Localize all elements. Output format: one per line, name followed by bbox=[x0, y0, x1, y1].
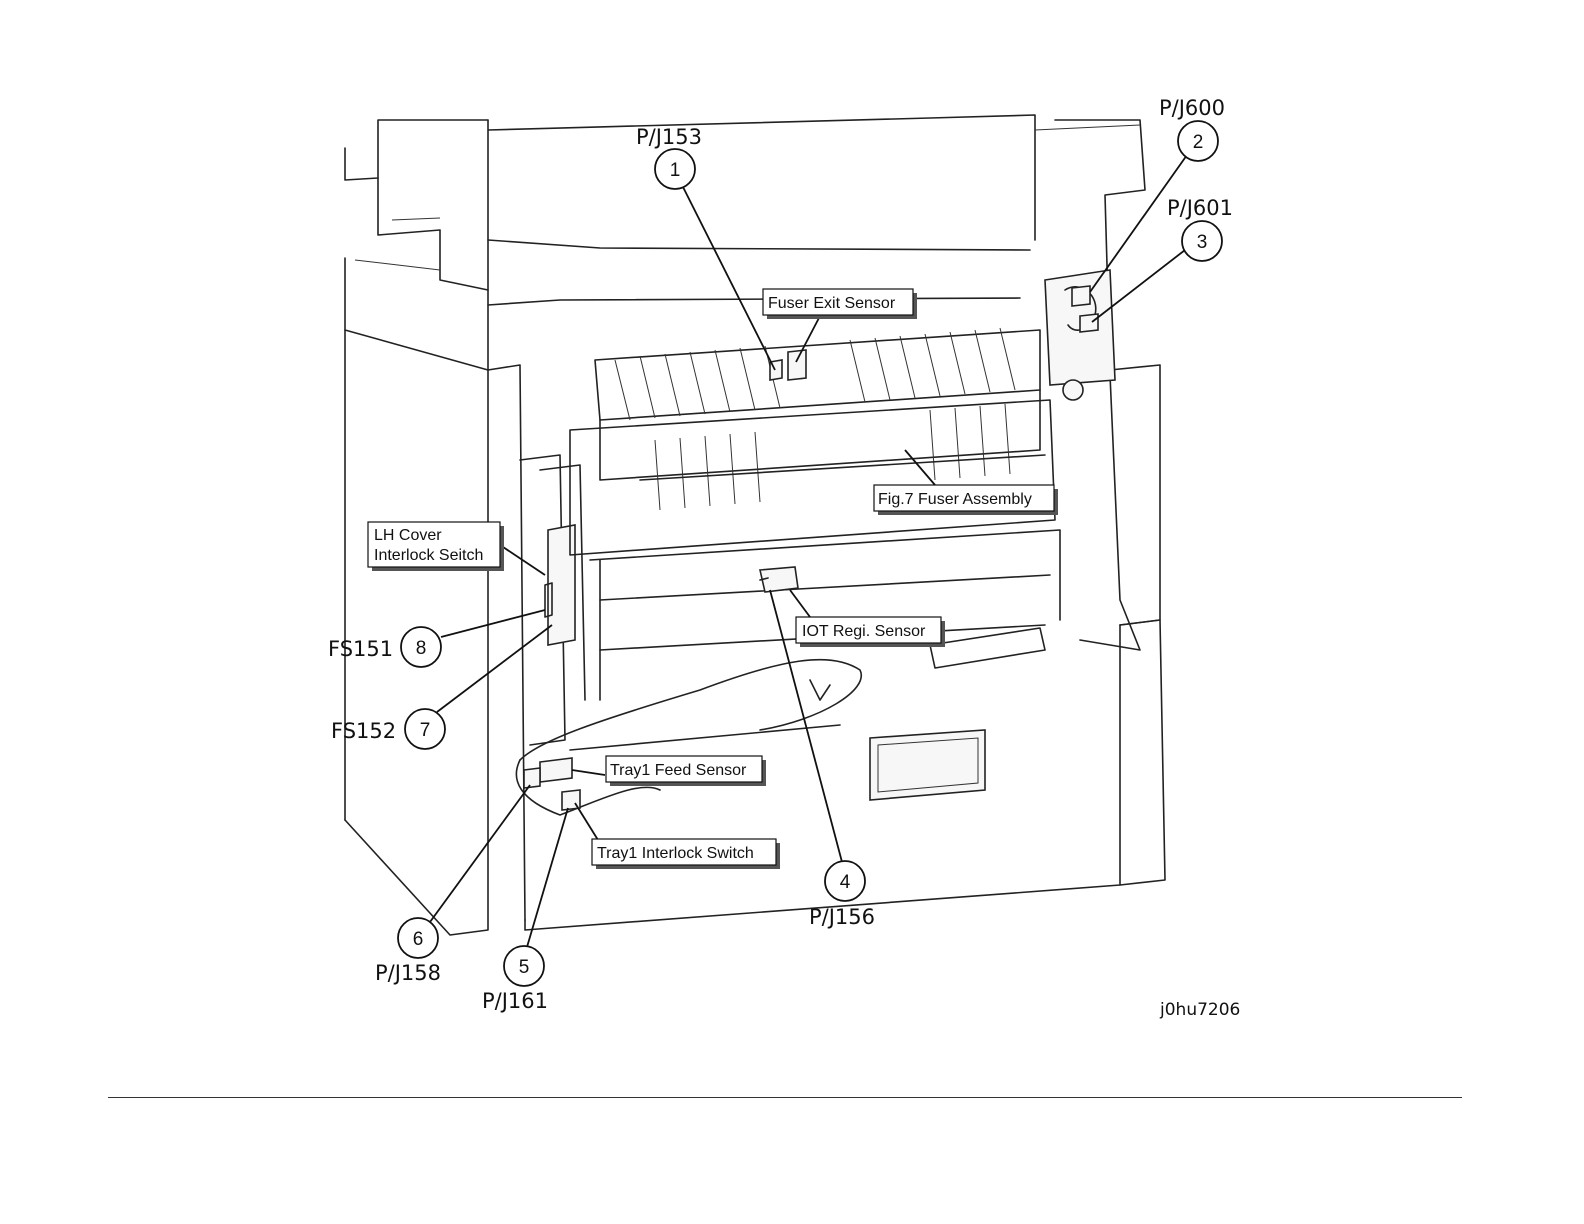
connector-label-4: P/J156 bbox=[809, 905, 875, 929]
footer-divider bbox=[108, 1097, 1462, 1098]
leader-lines bbox=[430, 155, 1187, 947]
connector-label-1: P/J153 bbox=[636, 125, 702, 149]
connector-number-1: 1 bbox=[670, 160, 681, 181]
connector-callout-7: FS152 7 bbox=[331, 709, 445, 749]
callout-iot-regi-sensor-text: IOT Regi. Sensor bbox=[802, 623, 926, 640]
connector-number-6: 6 bbox=[413, 929, 424, 950]
connector-callout-2: P/J600 2 bbox=[1159, 96, 1225, 161]
connector-number-3: 3 bbox=[1197, 232, 1208, 253]
callout-tray1-interlock-switch-text: Tray1 Interlock Switch bbox=[597, 845, 754, 862]
connector-number-7: 7 bbox=[420, 720, 431, 741]
connector-callout-1: P/J153 1 bbox=[636, 125, 702, 189]
callout-fuser-exit-sensor-text: Fuser Exit Sensor bbox=[768, 295, 896, 312]
callout-tray1-interlock-switch: Tray1 Interlock Switch bbox=[592, 839, 780, 869]
callout-tray1-feed-sensor: Tray1 Feed Sensor bbox=[606, 756, 766, 786]
connector-number-8: 8 bbox=[416, 638, 427, 659]
connector-number-4: 4 bbox=[840, 872, 851, 893]
callout-fuser-assembly-text: Fig.7 Fuser Assembly bbox=[878, 491, 1032, 508]
connector-callout-4: 4 P/J156 bbox=[809, 861, 875, 929]
connector-label-6: P/J158 bbox=[375, 961, 441, 985]
callout-iot-regi-sensor: IOT Regi. Sensor bbox=[796, 617, 945, 647]
callout-fuser-assembly: Fig.7 Fuser Assembly bbox=[874, 485, 1058, 515]
connector-number-2: 2 bbox=[1193, 132, 1204, 153]
callout-fuser-exit-sensor: Fuser Exit Sensor bbox=[763, 289, 917, 319]
figure-id: j0hu7206 bbox=[1159, 1000, 1240, 1020]
connector-callout-6: 6 P/J158 bbox=[375, 918, 441, 985]
connector-callout-3: P/J601 3 bbox=[1167, 196, 1233, 261]
connector-number-5: 5 bbox=[519, 957, 530, 978]
callout-lh-cover-text-line1: LH Cover bbox=[374, 527, 442, 544]
connector-label-7: FS152 bbox=[331, 719, 396, 743]
connector-label-5: P/J161 bbox=[482, 989, 548, 1013]
connector-label-8: FS151 bbox=[328, 637, 393, 661]
connector-callout-5: 5 P/J161 bbox=[482, 946, 548, 1013]
callout-tray1-feed-sensor-text: Tray1 Feed Sensor bbox=[610, 762, 747, 779]
connector-label-3: P/J601 bbox=[1167, 196, 1233, 220]
callout-lh-cover-text-line2: Interlock Seitch bbox=[374, 547, 483, 564]
connector-label-2: P/J600 bbox=[1159, 96, 1225, 120]
callout-lh-cover-interlock: LH Cover Interlock Seitch bbox=[368, 522, 504, 571]
